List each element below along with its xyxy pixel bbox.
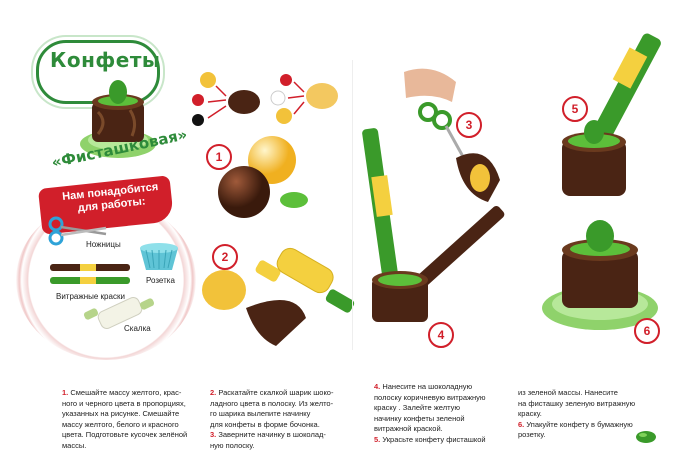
tool-label-paints: Витражные краски	[56, 292, 125, 301]
instruction-line: массу желтого, белого и красного	[62, 420, 202, 431]
rolling-pin-icon	[83, 297, 155, 329]
instruction-line: начинку конфеты зеленой	[374, 414, 514, 425]
step-label: 2.	[210, 388, 219, 397]
instruction-text: цвета. Подготовьте кусочек зелёной	[62, 430, 188, 439]
instruction-line: 1. Смешайте массу желтого, крас-	[62, 388, 202, 399]
instruction-text: полоску коричневую витражную	[374, 392, 486, 402]
instruction-text: из зеленой массы. Нанесите	[518, 388, 618, 397]
instruction-line: цвета. Подготовьте кусочек зелёной	[62, 430, 202, 441]
pistachio-icon	[636, 431, 656, 443]
instruction-line: краску . Залейте желтую	[374, 403, 514, 414]
instruction-line: ного и черного цвета в пропорциях,	[62, 399, 202, 410]
instruction-text: ного и черного цвета в пропорциях,	[62, 398, 186, 408]
page-title: Конфеты	[50, 48, 161, 72]
tool-label-rolling-pin: Скалка	[124, 324, 151, 333]
instruction-text: для конфеты в форме бочонка.	[210, 419, 320, 429]
instruction-line: ладного цвета в полоску. Из желто-	[210, 399, 360, 410]
step-number-5: 5	[562, 96, 588, 122]
step-number-1: 1	[206, 144, 232, 170]
instructions-col-2: 2. Раскатайте скалкой шарик шоко-ладного…	[210, 388, 360, 451]
scissors-icon	[48, 216, 107, 246]
instruction-text: Нанесите на шоколадную	[382, 382, 473, 391]
step1-balls-icon	[218, 136, 308, 218]
step-label: 1.	[62, 388, 71, 397]
instruction-line: го шарика вылепите начинку	[210, 409, 360, 420]
step-label: 4.	[374, 382, 383, 391]
instruction-text: Упакуйте конфету в бумажную	[526, 419, 633, 429]
instruction-line: 4. Нанесите на шоколадную	[374, 382, 514, 393]
column-divider	[352, 60, 353, 350]
instruction-line: краску.	[518, 409, 668, 420]
instruction-line: 2. Раскатайте скалкой шарик шоко-	[210, 388, 360, 399]
step3-wrapping-icon	[404, 68, 500, 202]
instruction-line: на фисташку зеленую витражную	[518, 399, 668, 410]
instruction-line: розетку.	[518, 430, 668, 441]
instruction-text: го шарика вылепите начинку	[210, 409, 311, 418]
step2-rolling-icon	[202, 247, 355, 346]
instruction-line: полоску коричневую витражную	[374, 393, 514, 404]
instruction-text: на фисташку зеленую витражную	[518, 398, 636, 408]
step5-paint-icon	[562, 33, 661, 196]
instruction-text: Заверните начинку в шоколад-	[218, 430, 326, 439]
instruction-line: из зеленой массы. Нанесите	[518, 388, 668, 399]
instruction-line: 3. Заверните начинку в шоколад-	[210, 430, 360, 441]
instruction-line: для конфеты в форме бочонка.	[210, 420, 360, 431]
instruction-text: ную полоску.	[210, 440, 255, 450]
candy-hero-icon	[80, 80, 156, 158]
instruction-text: ладного цвета в полоску. Из желто-	[210, 398, 334, 408]
color-mixing-diagram	[192, 72, 338, 126]
instruction-text: краску . Залейте желтую	[374, 403, 460, 412]
instruction-text: Украсьте конфету фисташкой	[382, 434, 486, 444]
instruction-line: указанных на рисунке. Смешайте	[62, 409, 202, 420]
instruction-text: Раскатайте скалкой шарик шоко-	[218, 388, 334, 397]
instruction-line: ную полоску.	[210, 441, 360, 452]
instructions-col-1: 1. Смешайте массу желтого, крас-ного и ч…	[62, 388, 202, 451]
step6-final-icon	[542, 220, 658, 330]
step-number-2: 2	[212, 244, 238, 270]
step-label: 3.	[210, 430, 219, 439]
step-number-4: 4	[428, 322, 454, 348]
step-label: 6.	[518, 419, 527, 429]
instruction-text: начинку конфеты зеленой	[374, 413, 465, 423]
step-number-6: 6	[634, 318, 660, 344]
instruction-text: массы.	[62, 440, 87, 450]
instruction-line: массы.	[62, 441, 202, 452]
instruction-line: 6. Упакуйте конфету в бумажную	[518, 420, 668, 431]
instruction-text: витражной краской.	[374, 424, 443, 433]
instruction-text: краску.	[518, 409, 542, 418]
instruction-line: витражной краской.	[374, 424, 514, 435]
instruction-text: указанных на рисунке. Смешайте	[62, 409, 180, 418]
paper-socket-icon	[140, 243, 178, 270]
tool-label-scissors: Ножницы	[86, 240, 121, 249]
instruction-text: массу желтого, белого и красного	[62, 419, 179, 429]
instruction-text: розетку.	[518, 430, 546, 439]
step4-paint-icon	[362, 128, 505, 322]
instruction-text: Смешайте массу желтого, крас-	[70, 388, 182, 397]
step-number-3: 3	[456, 112, 482, 138]
title-badge	[36, 40, 160, 104]
step-label: 5.	[374, 434, 383, 444]
paints-icon	[50, 264, 130, 284]
instruction-line: 5. Украсьте конфету фисташкой	[374, 435, 514, 446]
tool-label-socket: Розетка	[146, 276, 175, 285]
